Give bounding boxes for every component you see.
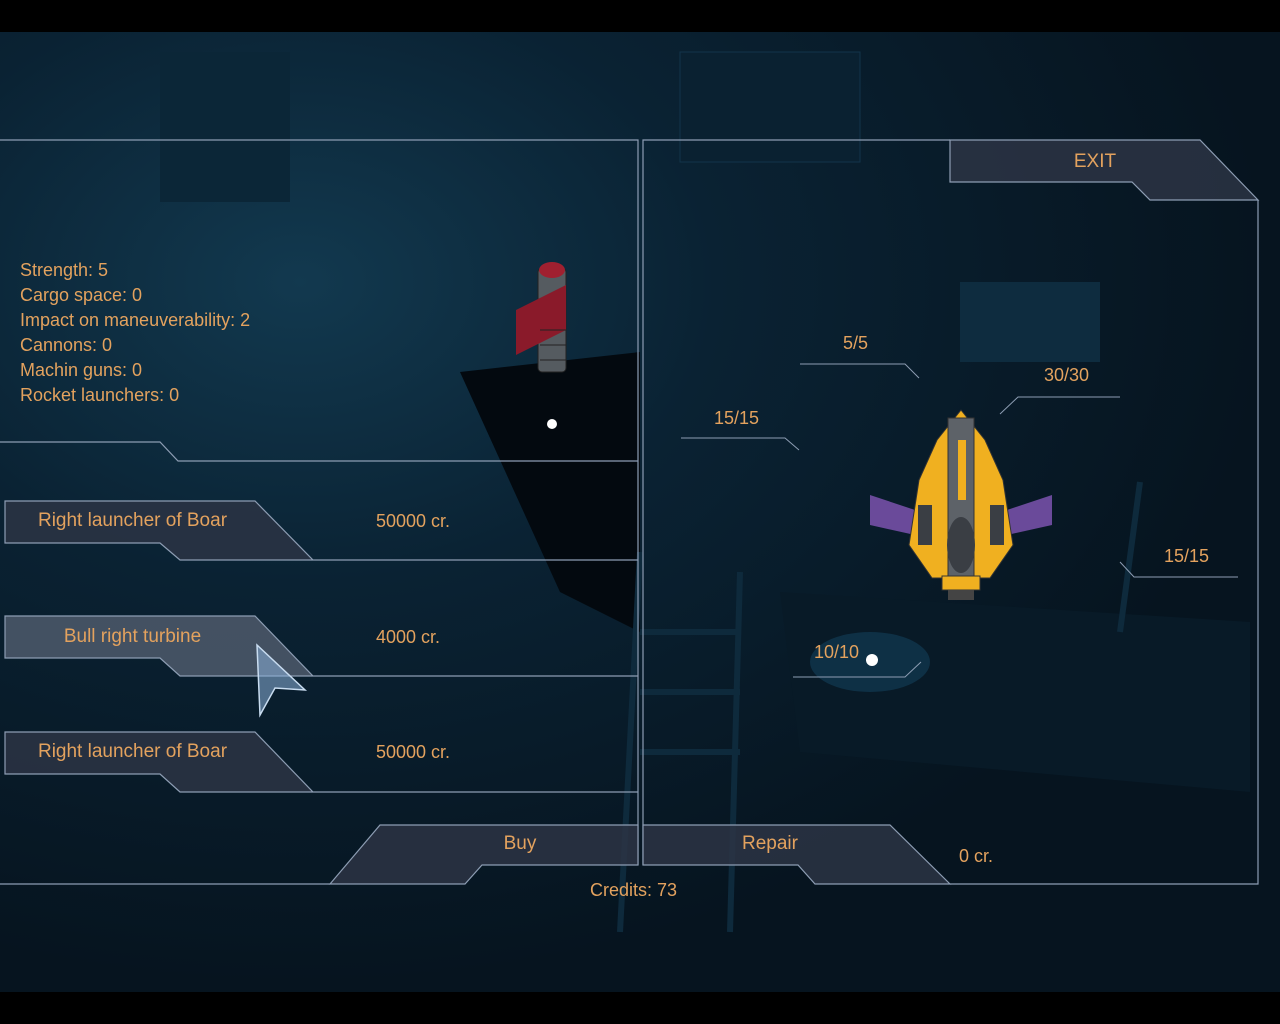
stat-machine-guns: Machin guns: 0 bbox=[20, 360, 143, 380]
item-shape-2 bbox=[4, 615, 638, 677]
slot-top[interactable]: 5/5 bbox=[843, 333, 869, 353]
exit-button[interactable]: EXIT bbox=[1073, 151, 1117, 172]
slot-leader-top-right bbox=[999, 396, 1120, 415]
buy-button[interactable]: Buy bbox=[503, 833, 537, 854]
repair-button[interactable]: Repair bbox=[742, 833, 798, 854]
player-ship bbox=[870, 409, 1052, 600]
item-shape-1 bbox=[4, 500, 638, 561]
slot-leader-bottom bbox=[793, 661, 922, 678]
slot-leader-right bbox=[1119, 561, 1238, 578]
hangar-scenery bbox=[160, 51, 1250, 933]
exit-button-shape bbox=[949, 139, 1260, 201]
repair-button-shape bbox=[642, 824, 952, 885]
item-preview-image bbox=[516, 262, 567, 373]
shop-item-3[interactable]: Right launcher of Boar bbox=[37, 741, 228, 762]
shop-item-1-price: 50000 cr. bbox=[376, 511, 451, 531]
stat-maneuverability: Impact on maneuverability: 2 bbox=[20, 310, 251, 330]
stat-strength: Strength: 5 bbox=[20, 260, 109, 280]
shop-item-2-price: 4000 cr. bbox=[376, 627, 441, 647]
shop-item-2[interactable]: Bull right turbine bbox=[63, 626, 202, 647]
buy-button-shape bbox=[328, 824, 639, 885]
slot-leader-left bbox=[681, 437, 800, 451]
hangar-background bbox=[0, 32, 1280, 992]
slot-right[interactable]: 15/15 bbox=[1164, 546, 1210, 566]
slot-leader-top bbox=[800, 363, 920, 379]
item-shape-3 bbox=[4, 731, 638, 793]
shop-item-3-price: 50000 cr. bbox=[376, 742, 451, 762]
mouse-cursor-icon bbox=[256, 643, 308, 718]
credits-display: Credits: 73 bbox=[590, 880, 678, 900]
repair-cost: 0 cr. bbox=[959, 846, 994, 866]
slot-bottom[interactable]: 10/10 bbox=[814, 642, 860, 662]
stat-cannons: Cannons: 0 bbox=[20, 335, 113, 355]
slot-left[interactable]: 15/15 bbox=[714, 408, 760, 428]
item-stats: Strength: 5 Cargo space: 0 Impact on man… bbox=[0, 258, 400, 418]
slot-top-right[interactable]: 30/30 bbox=[1044, 365, 1090, 385]
stat-cargo-space: Cargo space: 0 bbox=[20, 285, 143, 305]
shop-item-1[interactable]: Right launcher of Boar bbox=[37, 510, 228, 531]
stat-rocket-launchers: Rocket launchers: 0 bbox=[20, 385, 180, 405]
